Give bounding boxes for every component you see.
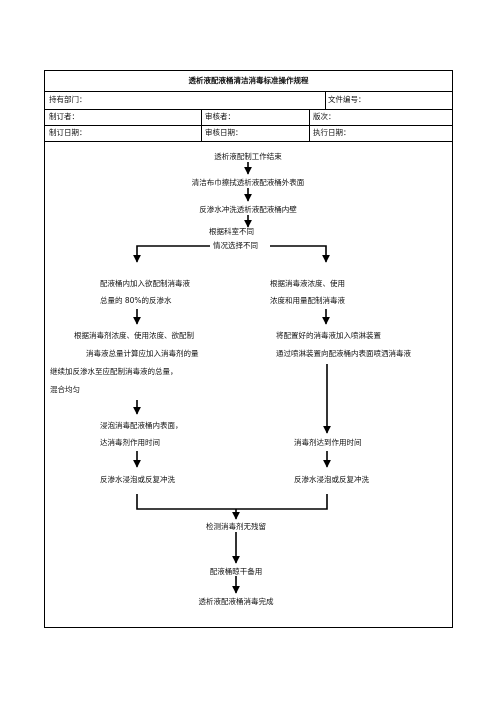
document-title: 透析液配液桶清洁消毒标准操作规程	[188, 76, 309, 85]
make-date-label: 制订日期：	[49, 128, 87, 137]
left-step-b-line1: 根据消毒剂浓度、使用浓度、欲配制	[74, 331, 194, 340]
left-step-d: 反渗水浸泡或反复冲洗	[100, 475, 175, 484]
divider	[201, 109, 202, 141]
step-residue-check: 检测消毒剂无残留	[206, 522, 266, 531]
step-rinse-interior: 反渗水冲洗透析液配液桶内壁	[199, 205, 297, 214]
left-step-b-line4: 混合均匀	[50, 385, 80, 394]
right-step-c: 消毒剂达到作用时间	[294, 438, 362, 447]
left-step-c-line2: 达消毒剂作用时间	[100, 438, 160, 447]
holder-dept-label: 持有部门：	[49, 95, 87, 104]
branch-arrow-right	[270, 245, 330, 263]
review-date-label: 审核日期：	[205, 128, 243, 137]
maker-label: 制订者：	[49, 112, 79, 121]
version-label: 版次：	[313, 112, 336, 121]
step-work-finished: 透析液配制工作结束	[214, 152, 282, 161]
reviewer-label: 审核者：	[205, 112, 235, 121]
decision-line-1: 根据科室不同	[209, 227, 254, 236]
merge-bracket	[136, 494, 328, 510]
divider	[45, 125, 452, 126]
sop-document: 透析液配液桶清洁消毒标准操作规程 持有部门： 文件编号： 制订者： 审核者： 版…	[44, 70, 453, 628]
divider	[325, 91, 326, 109]
left-step-b-line2: 消毒液总量计算应加入消毒剂的量	[86, 349, 199, 358]
right-step-b-line2: 通过喷淋装置向配液桶内表面喷洒消毒液	[276, 349, 411, 358]
right-step-a-line2: 浓度和用量配制消毒液	[270, 296, 345, 305]
step-wipe-exterior: 清洁布巾擦拭透析液配液桶外表面	[191, 178, 305, 187]
decision-line-2: 情况选择不同	[213, 241, 258, 250]
step-disinfection-complete: 透析液配液桶消毒完成	[198, 597, 274, 606]
divider	[45, 91, 452, 92]
right-step-a-line1: 根据消毒液浓度、使用	[270, 279, 345, 288]
document-number-label: 文件编号：	[328, 95, 366, 104]
right-step-b-line1: 将配置好的消毒液加入喷淋装置	[276, 331, 381, 340]
exec-date-label: 执行日期：	[313, 128, 351, 137]
right-step-d: 反渗水浸泡或反复冲洗	[294, 475, 369, 484]
branch-arrow-left	[133, 245, 210, 263]
left-step-a-line1: 配液桶内加入欲配制消毒液	[100, 279, 190, 288]
divider	[309, 109, 310, 141]
left-step-c-line1: 浸泡消毒配液桶内表面，	[100, 421, 183, 430]
left-step-a-line2: 总量的 80%的反渗水	[100, 296, 172, 305]
step-dry-standby: 配液桶晾干备用	[209, 567, 263, 576]
left-step-b-line3: 继续加反渗水至应配制消毒液的总量，	[50, 367, 178, 376]
divider	[45, 141, 452, 142]
divider	[45, 109, 452, 110]
